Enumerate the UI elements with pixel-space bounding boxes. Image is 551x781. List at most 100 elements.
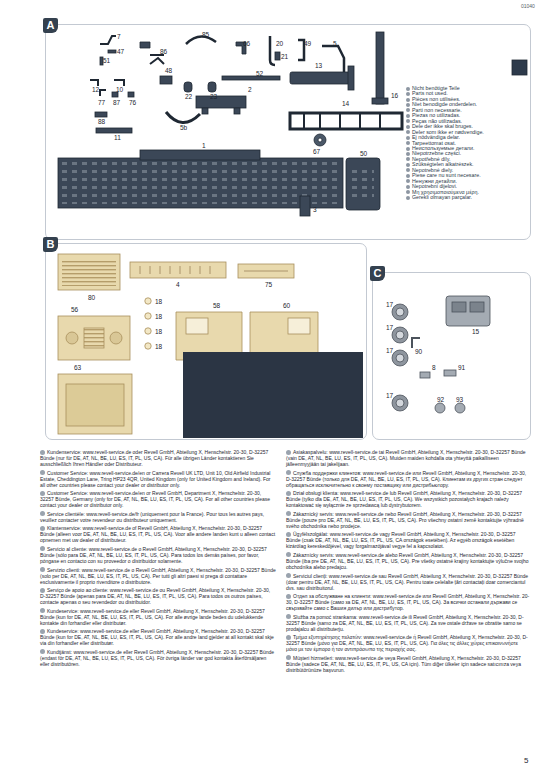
callout-number: 75 <box>265 281 272 288</box>
callout-number: 87 <box>113 99 120 106</box>
callout-number: 10 <box>116 86 123 93</box>
language-badge <box>286 635 291 640</box>
legend-text: Pièces non utilisées. <box>412 96 460 102</box>
service-text: Dział obsługi klienta: www.revell-servic… <box>286 490 522 508</box>
legend-swatch <box>406 119 410 123</box>
legend-text: Szükségtelen alkatrészek. <box>412 161 474 167</box>
language-badge <box>286 552 291 557</box>
legend: Nicht benötigte TeileParts not used.Pièc… <box>406 86 528 201</box>
service-text: Customer Service: www.revell-service.de/… <box>40 470 270 488</box>
callout-number: 49 <box>304 40 311 47</box>
service-text: Zákaznický servis: www.revell-service.de… <box>286 511 524 529</box>
callout-number: 23 <box>210 93 217 100</box>
callout-number: 20 <box>276 40 283 47</box>
service-column: Kundenservice: www.revell-service.de ode… <box>40 449 276 670</box>
callout-number: 11 <box>114 134 121 141</box>
service-note: Τμήμα εξυπηρέτησης πελατών: www.revell-s… <box>286 634 530 652</box>
service-note: Asiakaspalvelu: www.revell-service.de ta… <box>286 449 530 467</box>
language-badge <box>40 491 45 496</box>
service-text: Müşteri hizmetleri: www.revell-service.d… <box>286 655 521 673</box>
service-note: Serviciul clienți: www.revell-service.de… <box>286 573 530 591</box>
legend-swatch <box>406 125 410 129</box>
callout-number: 76 <box>129 99 136 106</box>
service-note: Kundeservice: www.revell-service.de elle… <box>40 608 276 626</box>
legend-text: Nepotrebné diely. <box>412 167 453 173</box>
service-note: Müşteri hizmetleri: www.revell-service.d… <box>286 655 530 673</box>
service-text: Kundenservice: www.revell-service.de ode… <box>40 449 268 467</box>
legend-swatch <box>406 141 410 145</box>
callout-number: 12 <box>92 86 99 93</box>
service-note: Zákaznícky servis: www.revell-service.de… <box>286 552 530 570</box>
legend-row: Gerekli olmayan parçalar. <box>406 195 528 200</box>
callout-number: 77 <box>98 99 105 106</box>
callout-number: 91 <box>458 364 465 371</box>
legend-text: Nepotřebné díly. <box>412 156 450 162</box>
callout-number: 48 <box>165 67 172 74</box>
step-letter: B <box>43 237 58 252</box>
legend-text: Niepotrzebne części. <box>412 150 461 156</box>
service-text: Customer Service: www.revell-service.de/… <box>40 490 270 508</box>
service-column: Asiakaspalvelu: www.revell-service.de ta… <box>286 449 530 676</box>
legend-text: Tarpeettomat osat. <box>412 140 456 146</box>
legend-swatch <box>406 190 410 194</box>
service-note: Ügyfélszolgálat: www.revell-service.de v… <box>286 531 530 549</box>
callout-number: 93 <box>456 396 463 403</box>
legend-text: Gerekli olmayan parçalar. <box>412 194 472 200</box>
service-note: Customer Service: www.revell-service.de/… <box>40 470 276 488</box>
callout-number: 63 <box>74 364 81 371</box>
service-note: Klantenservice: www.revell-service.de of… <box>40 525 276 543</box>
service-note: Dział obsługi klienta: www.revell-servic… <box>286 490 530 508</box>
legend-swatch <box>406 168 410 172</box>
callout-number: 52 <box>256 70 263 77</box>
legend-swatch <box>406 130 410 134</box>
language-badge <box>286 614 291 619</box>
legend-swatch <box>406 157 410 161</box>
service-text: Serviço de apoio ao cliente: www.revell-… <box>40 587 270 605</box>
legend-swatch <box>406 174 410 178</box>
language-badge <box>286 511 291 516</box>
step-letter: A <box>43 18 58 33</box>
language-badge <box>286 491 291 496</box>
callout-number: 7 <box>117 33 121 40</box>
service-text: Serviciul clienți: www.revell-service.de… <box>286 573 528 591</box>
service-note: Serviço de apoio ao cliente: www.revell-… <box>40 587 276 605</box>
legend-text: Ненужни детайли. <box>412 178 457 184</box>
callout-number: 2 <box>248 86 252 93</box>
legend-swatch <box>406 136 410 140</box>
legend-swatch <box>406 196 410 200</box>
service-note: Služba za pomoć strankama: www.revell-se… <box>286 614 530 632</box>
legend-swatch <box>406 87 410 91</box>
callout-number: 88 <box>98 118 105 125</box>
callout-number: 15 <box>472 328 479 335</box>
language-badge <box>40 608 45 613</box>
language-badge <box>40 526 45 531</box>
callout-number: 18 <box>155 343 162 350</box>
legend-text: Parts not used. <box>412 90 448 96</box>
legend-text: Nepotrebni dijelovi. <box>412 183 457 189</box>
callout-number: 18 <box>155 313 162 320</box>
legend-text: Неиспользуемые детали. <box>412 145 474 151</box>
language-badge <box>40 629 45 634</box>
legend-text: Parti non necessarie. <box>412 107 462 113</box>
language-badge <box>286 655 291 660</box>
callout-number: 80 <box>88 294 95 301</box>
callout-number: 67 <box>313 148 320 155</box>
service-text: Asiakaspalvelu: www.revell-service.de ta… <box>286 449 526 467</box>
callout-number: 14 <box>342 100 349 107</box>
callout-number: 58 <box>213 302 220 309</box>
callout-number: 4 <box>176 281 180 288</box>
language-badge <box>286 470 291 475</box>
legend-swatch <box>406 147 410 151</box>
language-badge <box>40 450 45 455</box>
language-badge <box>286 532 291 537</box>
service-text: Kundeservice: www.revell-service.de elle… <box>40 628 274 646</box>
callout-number: 3 <box>313 206 317 213</box>
service-text: Отдел за обслужване на клиенти: www.reve… <box>286 593 529 611</box>
language-badge <box>40 470 45 475</box>
service-text: Служба поддержки клиентов: www.revell-se… <box>286 470 526 488</box>
callout-number: 18 <box>155 328 162 335</box>
callout-number: 17 <box>386 301 393 308</box>
callout-number: 90 <box>415 348 422 355</box>
step-panel: C <box>372 272 531 440</box>
callout-number: 13 <box>315 62 322 69</box>
